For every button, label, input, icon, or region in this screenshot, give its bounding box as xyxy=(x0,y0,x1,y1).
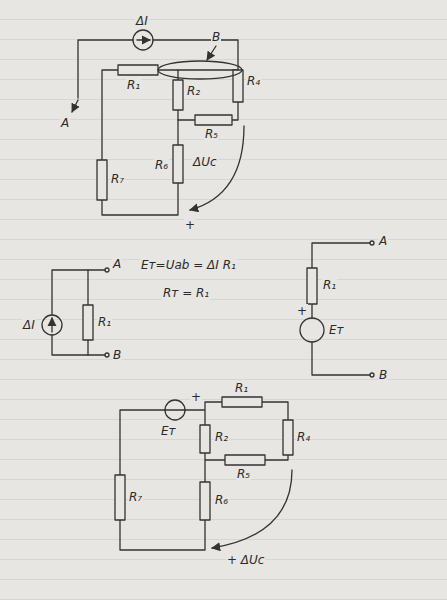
circuit-label: + xyxy=(190,390,202,404)
wire xyxy=(185,402,222,425)
circuit-label: Eᴛ xyxy=(160,424,177,438)
leader-line xyxy=(207,46,216,60)
wire xyxy=(52,335,105,355)
source-line xyxy=(165,409,185,410)
resistor-symbol xyxy=(225,455,265,465)
circuit-label: R₇ xyxy=(110,172,125,186)
circuit-label: R₇ xyxy=(128,490,143,504)
circuit-label: R₄ xyxy=(246,74,261,88)
wire xyxy=(102,183,178,215)
wire xyxy=(120,410,205,550)
circuit-label: Rᴛ = R₁ xyxy=(162,286,210,300)
circuit-label: + ΔUc xyxy=(226,553,265,567)
circuit-label: Eᴛ xyxy=(328,323,345,337)
resistor-symbol xyxy=(195,115,232,125)
current-source xyxy=(42,315,62,335)
resistor-symbol xyxy=(222,397,262,407)
voltage-source xyxy=(300,318,324,342)
resistor-symbol xyxy=(200,482,210,520)
circuit-label: R₁ xyxy=(126,78,141,92)
circuit-label: R₅ xyxy=(204,127,219,141)
circuit-label: ΔUc xyxy=(192,155,218,169)
circuit-label: R₆ xyxy=(154,158,169,172)
wire xyxy=(178,110,195,120)
wire xyxy=(312,243,370,375)
circuit-label: ΔI xyxy=(135,14,149,28)
circuit-label: R₂ xyxy=(186,84,201,98)
wire xyxy=(153,40,238,70)
wire xyxy=(102,70,238,160)
circuit-label: + xyxy=(184,218,196,232)
circuit-label: R₄ xyxy=(296,430,311,444)
circuit-label: B xyxy=(112,348,122,362)
source-arrow xyxy=(51,318,52,332)
voltage-arrow xyxy=(212,470,292,548)
resistor-symbol xyxy=(283,420,293,455)
circuit-label: R₆ xyxy=(214,493,229,507)
circuit-label: B xyxy=(378,368,388,382)
wire xyxy=(177,120,178,145)
resistor-symbol xyxy=(115,475,125,520)
terminal xyxy=(105,353,109,357)
resistor-symbol xyxy=(173,80,183,110)
circuit-label: R₂ xyxy=(214,430,229,444)
resistor-symbol xyxy=(97,160,107,200)
circuit-label: R₁ xyxy=(322,278,337,292)
terminal xyxy=(370,241,374,245)
circuit-label: R₁ xyxy=(234,381,249,395)
circuit-label: B xyxy=(211,30,221,44)
resistor-symbol xyxy=(173,145,183,183)
source-arrow xyxy=(137,39,150,40)
circuit-label: A xyxy=(378,234,388,248)
voltage-source xyxy=(165,400,185,420)
circuit-label: A xyxy=(112,257,122,271)
resistor-symbol xyxy=(118,65,158,75)
leader-line xyxy=(72,100,78,112)
node-circle xyxy=(158,61,242,79)
wire xyxy=(205,402,288,482)
current-source xyxy=(133,30,153,50)
wire xyxy=(177,70,178,80)
resistor-symbol xyxy=(307,268,317,304)
circuit-label: ΔI xyxy=(22,318,36,332)
voltage-arrow xyxy=(190,126,244,210)
wire xyxy=(52,270,105,315)
terminal xyxy=(105,268,109,272)
resistor-symbol xyxy=(83,305,93,340)
circuit-label: Eᴛ=Uab = ΔI R₁ xyxy=(140,258,237,272)
circuit-label: A xyxy=(60,116,70,130)
wire xyxy=(232,102,238,120)
terminal xyxy=(370,373,374,377)
resistor-symbol xyxy=(200,425,210,453)
circuit-label: R₅ xyxy=(236,467,251,481)
circuit-label: R₁ xyxy=(97,315,112,329)
circuit-label: + xyxy=(296,304,308,318)
